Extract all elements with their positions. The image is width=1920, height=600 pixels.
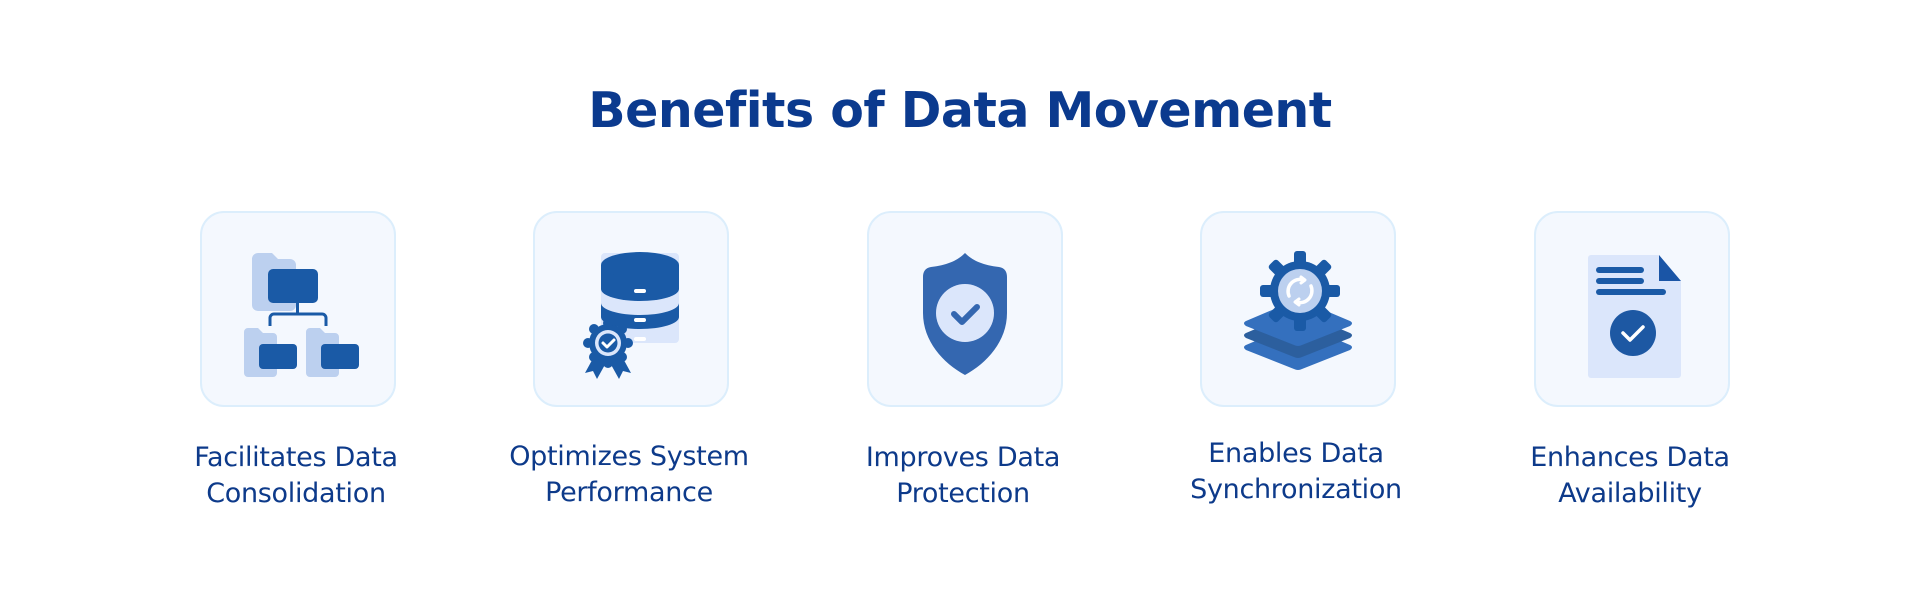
gear-sync-layers-icon	[1244, 251, 1352, 370]
database-award-icon	[583, 252, 679, 379]
benefit-card-protection	[867, 211, 1063, 407]
benefit-card-availability	[1534, 211, 1730, 407]
benefit-card-consolidation	[200, 211, 396, 407]
benefit-card-synchronization	[1200, 211, 1396, 407]
benefit-label-performance: Optimizes System Performance	[509, 441, 749, 508]
benefit-label-availability: Enhances Data Availability	[1530, 442, 1730, 509]
benefit-label-protection: Improves Data Protection	[865, 442, 1061, 509]
benefit-label-synchronization: Enables Data Synchronization	[1190, 438, 1402, 505]
page-title: Benefits of Data Movement	[588, 82, 1332, 139]
document-check-icon	[1588, 255, 1681, 378]
benefit-label-consolidation: Facilitates Data Consolidation	[194, 442, 398, 509]
benefit-card-performance	[533, 211, 729, 407]
folder-hierarchy-icon	[244, 253, 359, 377]
shield-check-icon	[923, 253, 1007, 375]
